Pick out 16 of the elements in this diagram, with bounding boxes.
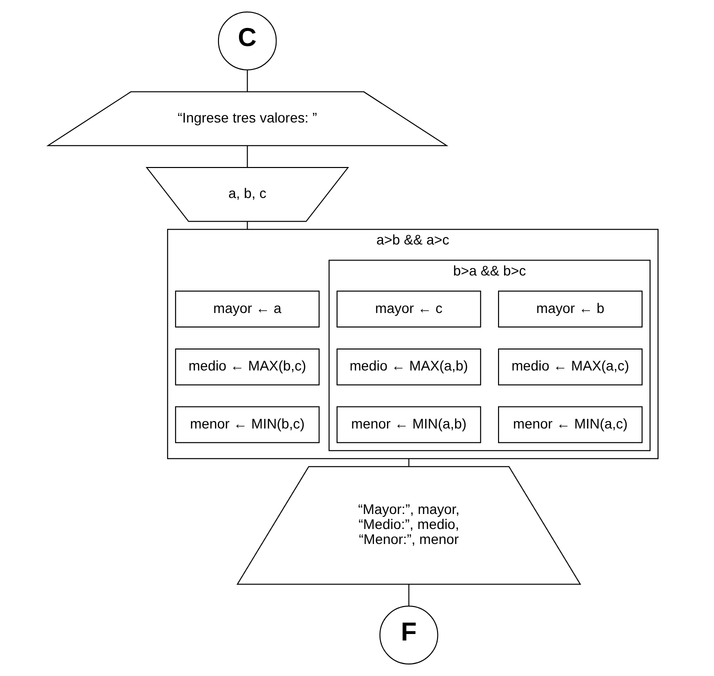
connector (246, 70, 248, 92)
node-circle: F (379, 606, 438, 664)
node-box: medio ← MAX(b,c) (175, 348, 320, 386)
connector (246, 221, 248, 230)
node-box: mayor ← a (175, 290, 320, 328)
node-box: menor ← MIN(a,b) (336, 406, 482, 444)
node-box: medio ← MAX(a,b) (336, 348, 482, 386)
node-box: mayor ← b (498, 290, 643, 328)
node-circle: C (218, 12, 277, 70)
node-box: menor ← MIN(b,c) (175, 406, 320, 444)
node-box: medio ← MAX(a,c) (498, 348, 643, 386)
node-box: mayor ← c (336, 290, 482, 328)
connector (408, 584, 410, 607)
node-box: menor ← MIN(a,c) (498, 406, 643, 444)
connector (408, 458, 410, 467)
connector (246, 145, 248, 168)
